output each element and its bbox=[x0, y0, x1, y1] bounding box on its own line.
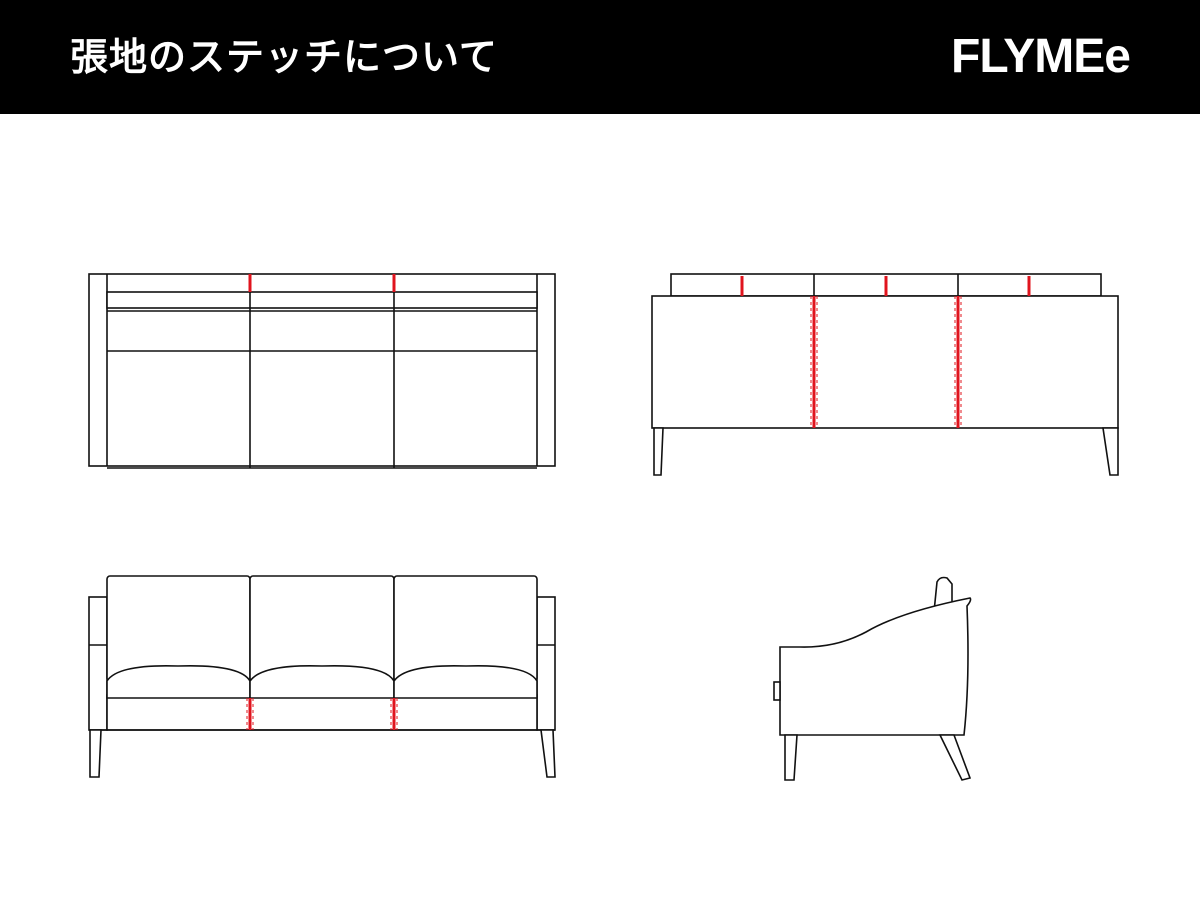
sofa-side-view bbox=[773, 576, 972, 781]
front-seam-right bbox=[390, 698, 398, 730]
back-seam-right bbox=[954, 296, 962, 428]
sofa-diagram-area bbox=[0, 114, 1200, 900]
page-title: 張地のステッチについて bbox=[70, 35, 498, 79]
front-seam-left bbox=[246, 698, 254, 730]
brand-logo: FLYMEe bbox=[951, 30, 1131, 83]
sofa-top-view bbox=[88, 273, 556, 469]
sofa-front-view bbox=[88, 575, 556, 778]
sofa-back-view bbox=[651, 273, 1119, 476]
header-bar: 張地のステッチについて FLYMEe bbox=[0, 0, 1200, 114]
back-seam-left bbox=[810, 296, 818, 428]
